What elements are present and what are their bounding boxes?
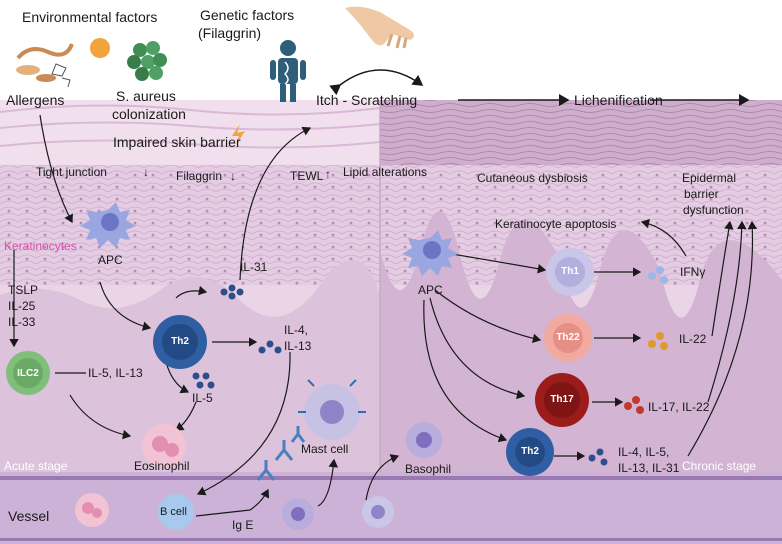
il5-label: IL-5 <box>192 391 213 405</box>
th2-chronic-label: Th2 <box>521 446 539 457</box>
th2-cytokines-label-1: IL-4, IL-5, <box>618 445 670 459</box>
tewl-label: TEWL <box>290 169 324 183</box>
eosinophil-label: Eosinophil <box>134 459 190 473</box>
allergen-cluster-icon <box>16 43 74 88</box>
apc-acute-label: APC <box>98 253 123 267</box>
apc-chronic-label: APC <box>418 283 443 297</box>
il13-label: IL-13 <box>284 339 312 353</box>
person-dna-icon <box>270 40 306 102</box>
apc-to-th22-arrow <box>434 289 542 344</box>
impaired-barrier-label: Impaired skin barrier <box>113 134 241 150</box>
th1-label: Th1 <box>561 266 579 277</box>
il31-label: IL-31 <box>240 260 268 274</box>
il22-to-barrier-arrow <box>711 220 734 337</box>
lightning-icon <box>232 124 245 145</box>
th2-acute-label: Th2 <box>171 336 189 347</box>
filaggrin-label: Filaggrin <box>176 169 223 183</box>
mast-cell <box>298 379 366 440</box>
apc-cell-chronic <box>402 230 458 276</box>
il4-to-bcell-arrow <box>196 351 291 496</box>
il4-label: IL-4, <box>284 323 309 337</box>
genetic-factors-label: Genetic factors <box>200 7 295 23</box>
acute-dermis <box>0 259 380 480</box>
chronic-stage-label: Chronic stage <box>682 459 757 473</box>
acute-stage-label: Acute stage <box>4 459 68 473</box>
apc-cell-acute <box>80 202 136 248</box>
ige-label: Ig E <box>232 518 254 532</box>
epidermal-label-1: Epidermal <box>682 171 737 185</box>
ilc2-to-eosinophil-arrow <box>69 394 132 440</box>
itch-scratching-label: Itch - Scratching <box>316 92 418 108</box>
spore-icon <box>90 38 110 58</box>
bcell-to-ige-arrow <box>195 488 270 517</box>
environmental-factors-label: Environmental factors <box>22 9 158 25</box>
il5-il13-label: IL-5, IL-13 <box>88 366 143 380</box>
th2-cytokine-dots <box>588 448 608 466</box>
allergen-to-apc-arrow <box>39 114 73 224</box>
il22-label: IL-22 <box>679 332 707 346</box>
il33-label: IL-33 <box>8 315 36 329</box>
il5-dots <box>192 372 215 389</box>
epidermal-label-2: barrier <box>684 187 719 201</box>
dysbiosis-label: Cutaneous dysbiosis <box>477 171 588 185</box>
il22-dots <box>648 332 668 350</box>
tslp-label: TSLP <box>8 283 39 297</box>
th2-cytokines-to-barrier-arrow <box>687 220 758 457</box>
basophil-label: Basophil <box>405 462 452 476</box>
th2-cytokines-label-2: IL-13, IL-31 <box>618 461 680 475</box>
il5-to-eosinophil-arrow <box>175 401 197 431</box>
apc-to-th2-arrow <box>99 281 152 331</box>
scratching-hand-icon <box>345 6 414 49</box>
tewl-up-icon: ↑ <box>325 167 331 181</box>
apc-to-th17-arrow <box>429 297 526 400</box>
genetic-factors-sub-label: (Filaggrin) <box>198 25 262 41</box>
keratinocytes-label: Keratinocytes <box>4 239 77 253</box>
apoptosis-label: Keratinocyte apoptosis <box>495 217 617 231</box>
th17-label: Th17 <box>550 394 574 405</box>
ifn-to-apoptosis-arrow <box>640 218 687 257</box>
th22-label: Th22 <box>556 332 580 343</box>
allergens-label: Allergens <box>6 92 65 108</box>
ifn-dots <box>648 266 668 284</box>
bcell-label: B cell <box>160 506 187 518</box>
cell-to-mast-arrow <box>317 458 339 507</box>
colonization-label: colonization <box>112 106 186 122</box>
ilc2-label: ILC2 <box>17 368 39 379</box>
th2-to-il31-arrow <box>175 285 208 299</box>
il17-to-barrier-arrow <box>707 220 747 403</box>
mast-cell-label: Mast cell <box>301 442 349 456</box>
il31-dots <box>220 284 244 300</box>
vessel-label: Vessel <box>8 508 50 524</box>
vessel-to-basophil-arrow <box>365 454 400 501</box>
ifn-label: IFNγ <box>680 265 706 279</box>
il25-label: IL-25 <box>8 299 36 313</box>
bcell-cell <box>158 494 194 530</box>
ige-antibodies <box>256 426 306 481</box>
itch-cycle-arrow <box>329 69 424 96</box>
bacteria-icon <box>127 41 167 81</box>
apc-to-th2-chronic-arrow <box>423 299 508 443</box>
tight-junction-label: Tight junction <box>36 165 107 179</box>
s-aureus-label: S. aureus <box>116 88 176 104</box>
lichenification-label: Lichenification <box>574 92 663 108</box>
lipid-label: Lipid alterations <box>343 165 428 179</box>
il4-il13-dots <box>258 340 282 354</box>
epidermal-label-3: dysfunction <box>683 203 744 217</box>
tight-junction-down-icon: ↓ <box>143 165 149 179</box>
il31-to-itch-arrow <box>239 126 312 281</box>
filaggrin-down-icon: ↓ <box>230 169 236 183</box>
il17-dots <box>624 396 644 414</box>
il17-il22-label: IL-17, IL-22 <box>648 400 710 414</box>
